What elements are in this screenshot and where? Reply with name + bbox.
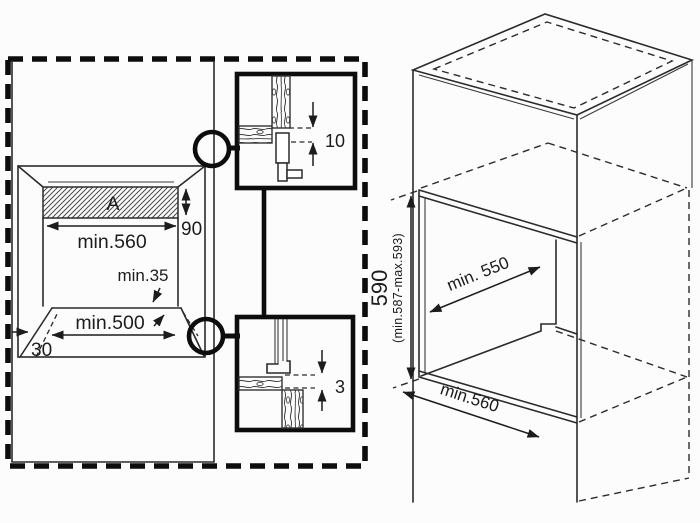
dim-niche-width: min.560: [438, 379, 501, 416]
cutout-label: A: [106, 193, 119, 215]
cabinet-front-panel-section: [281, 389, 304, 429]
cabinet-top-panel-section: [238, 125, 273, 144]
callout-circle-top: [192, 129, 232, 169]
detail-box-top: 10: [234, 71, 358, 191]
isometric-view: 590 (min.587-max.593) min. 550 min.560: [367, 13, 695, 503]
callouts: [186, 129, 267, 356]
cabinet-bottom-panel-section: [238, 376, 283, 391]
dim-top-gap: 10: [325, 131, 345, 151]
cabinet-side-panel-section: [271, 75, 291, 129]
front-view-dimensions: min.560 90 min.35 min.500 30: [12, 188, 202, 361]
dim-bottom-recess: 30: [31, 340, 52, 361]
dashed-border: [5, 56, 368, 469]
iso-solid-lines: [410, 13, 695, 503]
dim-width-bottom: min.500: [75, 312, 145, 334]
callout-circle-bottom: [186, 316, 226, 356]
dim-niche-height-range: (min.587-max.593): [391, 233, 405, 343]
iso-hidden-lines: [390, 21, 690, 502]
oven-cutout-strip: [42, 186, 179, 219]
left-panel: A min.560 90 min.35 min.500 30: [5, 56, 368, 469]
dim-strip-height: 90: [181, 219, 202, 240]
dim-niche-depth: min. 550: [444, 253, 512, 295]
detail-box-bottom: 3: [234, 314, 356, 433]
dim-front-clearance: min.35: [117, 266, 168, 285]
dim-niche-height: 590: [367, 270, 392, 307]
iso-dimensions: 590 (min.587-max.593) min. 550 min.560: [367, 195, 541, 438]
oven-flange-top: [275, 132, 290, 164]
niche-interior-lines: [420, 239, 578, 377]
dim-bottom-gap: 3: [335, 377, 345, 397]
cabinet-front-view: A: [11, 60, 215, 463]
dim-width-top: min.560: [77, 231, 147, 253]
